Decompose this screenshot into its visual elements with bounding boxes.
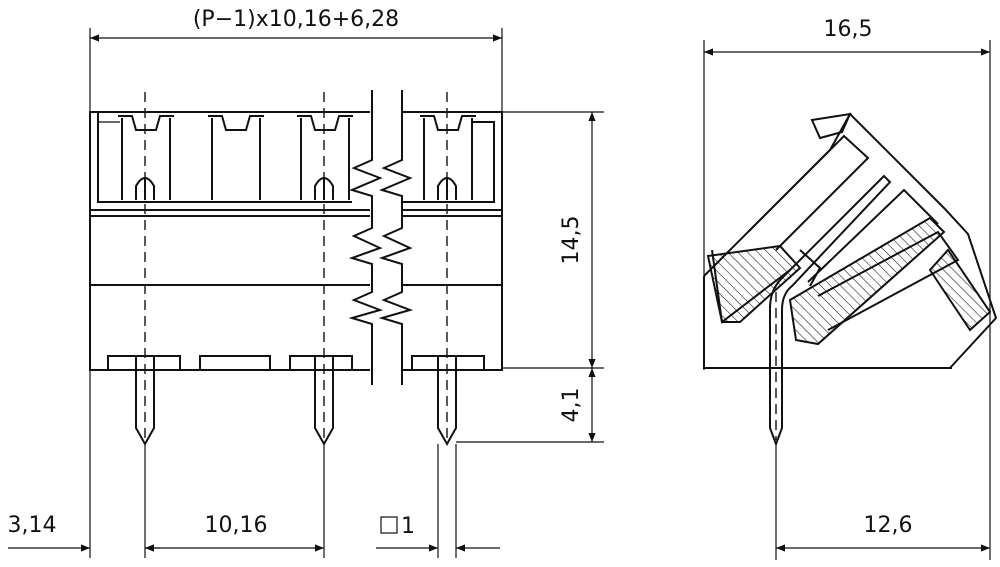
housing-right — [402, 111, 503, 371]
pin-square-label: 1 — [401, 514, 415, 539]
angled-housing — [703, 112, 998, 369]
side-pin — [769, 174, 892, 447]
body-height-label: 14,5 — [559, 216, 584, 265]
side-view: 16,5 12,6 — [703, 17, 998, 560]
edge-offset-label: 3,14 — [8, 513, 57, 538]
housing-left — [89, 111, 370, 371]
clamp-chamber-1 — [118, 115, 174, 200]
bottom-dimensions: 3,14 10,16 1 — [8, 370, 500, 558]
side-width-dimension: 16,5 — [703, 17, 991, 370]
pin-3 — [437, 356, 457, 447]
height-dimensions: 14,5 4,1 — [456, 111, 604, 443]
side-base-outline — [703, 276, 952, 369]
pitch-label: 10,16 — [205, 513, 268, 538]
square-symbol-icon — [380, 516, 398, 534]
overall-width-dimension: (P−1)x10,16+6,28 — [89, 7, 503, 112]
side-width-label: 16,5 — [824, 17, 873, 42]
clamp-chamber-2 — [208, 115, 264, 200]
pin-length-label: 4,1 — [559, 388, 584, 423]
side-base-label: 12,6 — [864, 513, 913, 538]
clamp-chamber-4 — [420, 115, 476, 200]
front-view: (P−1)x10,16+6,28 — [8, 7, 604, 558]
overall-width-label: (P−1)x10,16+6,28 — [193, 7, 399, 32]
clamp-chamber-3 — [297, 115, 353, 200]
pin-centerlines — [144, 92, 448, 440]
break-lines — [348, 90, 414, 385]
side-base-dimension: 12,6 — [775, 320, 991, 560]
